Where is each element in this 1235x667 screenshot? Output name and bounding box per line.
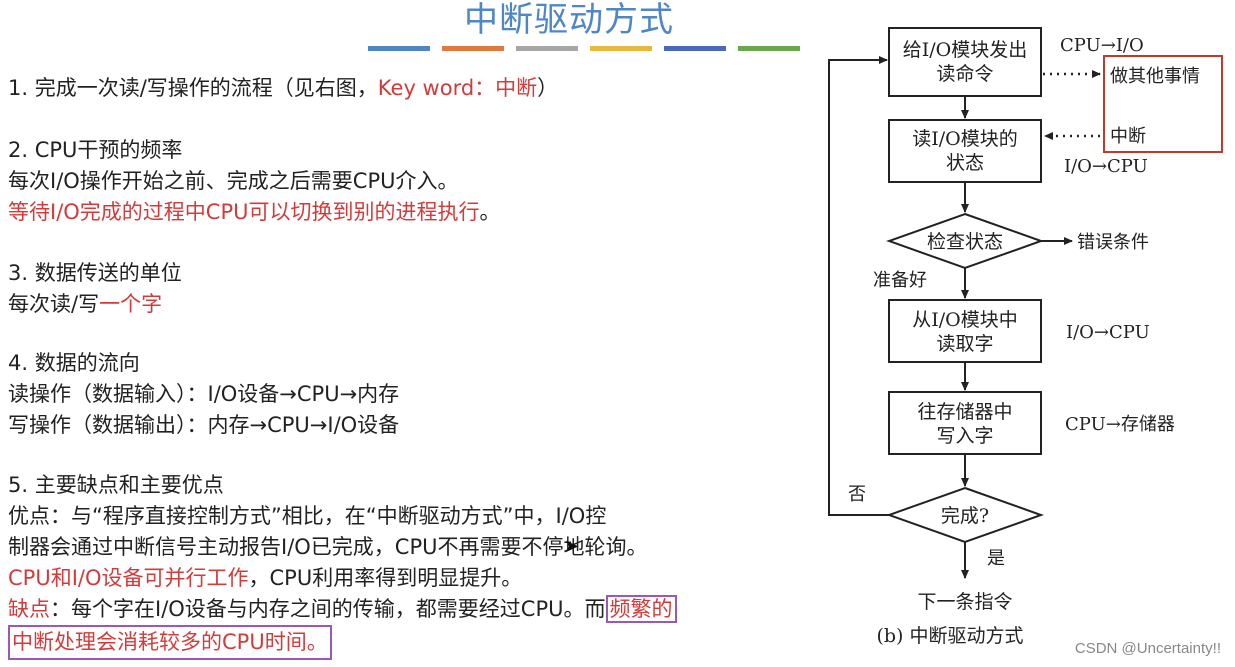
section-4-line2: 写操作（数据输出）：内存→CPU→I/O设备 <box>8 413 400 437</box>
section-3-title: 3. 数据传送的单位 <box>8 261 182 285</box>
title-underline-stripes <box>368 46 800 51</box>
next-instruction-label: 下一条指令 <box>917 591 1012 613</box>
section-2: 2. CPU干预的频率 每次I/O操作开始之前、完成之后需要CPU介入。 等待I… <box>8 135 501 228</box>
label-error-condition: 错误条件 <box>1077 232 1149 253</box>
section-2-line2-red: 等待I/O完成的过程中CPU可以切换到别的进程执行 <box>8 200 480 224</box>
section-4-line1: 读操作（数据输入）：I/O设备→CPU→内存 <box>8 382 400 406</box>
section-4-title: 4. 数据的流向 <box>8 351 140 375</box>
box1-line2: 读命令 <box>936 63 993 85</box>
box4-line2: 写入字 <box>936 425 993 447</box>
section-4: 4. 数据的流向 读操作（数据输入）：I/O设备→CPU→内存 写操作（数据输出… <box>8 348 399 441</box>
label-cpu-to-io: CPU→I/O <box>1060 35 1144 56</box>
section-3-prefix: 每次读/写 <box>8 292 100 316</box>
box1-line1: 给I/O模块发出 <box>903 39 1027 61</box>
section-3: 3. 数据传送的单位 每次读/写一个字 <box>8 258 182 320</box>
stripe-4 <box>590 46 652 51</box>
section-5-adv1: 优点：与“程序直接控制方式”相比，在“中断驱动方式”中，I/O控 <box>8 504 607 528</box>
box3-line1: 从I/O模块中 <box>912 309 1017 331</box>
section-5-dis-line2: 中断处理会消耗较多的CPU时间。 <box>8 625 677 660</box>
section-2-title: 2. CPU干预的频率 <box>8 138 183 162</box>
stripe-3 <box>516 46 578 51</box>
section-5-adv2: 制器会通过中断信号主动报告I/O已完成，CPU不再需要不停地轮询。 <box>8 535 648 559</box>
section-1-suffix: ） <box>537 76 559 100</box>
section-3-line: 每次读/写一个字 <box>8 289 182 320</box>
side-label-interrupt: 中断 <box>1110 126 1146 147</box>
section-5-dis: 缺点：每个字在I/O设备与内存之间的传输，都需要经过CPU。而频繁的 <box>8 594 677 625</box>
box2-line1: 读I/O模块的 <box>912 128 1017 150</box>
section-5-adv3: CPU和I/O设备可并行工作，CPU利用率得到明显提升。 <box>8 563 677 594</box>
watermark: CSDN @Uncertainty!! <box>1074 640 1221 657</box>
section-5: 5. 主要缺点和主要优点 优点：与“程序直接控制方式”相比，在“中断驱动方式”中… <box>8 470 677 660</box>
section-2-line2: 等待I/O完成的过程中CPU可以切换到别的进程执行。 <box>8 197 501 228</box>
box2-line2: 状态 <box>946 152 984 174</box>
label-cpu-to-memory: CPU→存储器 <box>1065 414 1175 435</box>
section-5-title: 5. 主要缺点和主要优点 <box>8 473 224 497</box>
side-annotation-box <box>1103 55 1223 153</box>
section-2-line1: 每次I/O操作开始之前、完成之后需要CPU介入。 <box>8 169 459 193</box>
stripe-6 <box>738 46 800 51</box>
highlight-box-2: 中断处理会消耗较多的CPU时间。 <box>8 625 332 660</box>
section-2-line2-end: 。 <box>479 200 501 224</box>
highlight-box-1: 频繁的 <box>605 595 677 623</box>
diamond1-label: 检查状态 <box>927 231 1003 253</box>
section-5-dis-rest: ：每个字在I/O设备与内存之间的传输，都需要经过CPU。而 <box>50 597 606 621</box>
stripe-2 <box>442 46 504 51</box>
stripe-1 <box>368 46 430 51</box>
mouse-cursor-icon: ➤ <box>564 536 580 557</box>
section-5-adv3-rest: ，CPU利用率得到明显提升。 <box>248 566 523 590</box>
label-yes: 是 <box>987 548 1005 569</box>
figure-caption: (b) 中断驱动方式 <box>876 625 1023 647</box>
section-5-dis-red: 缺点 <box>8 597 50 621</box>
diamond2-label: 完成? <box>941 505 989 527</box>
stripe-5 <box>664 46 726 51</box>
section-1: 1. 完成一次读/写操作的流程（见右图，Key word：中断） <box>8 73 558 104</box>
section-1-prefix: 1. 完成一次读/写操作的流程（见右图， <box>8 76 378 100</box>
box3-line2: 读取字 <box>936 333 993 355</box>
label-io-to-cpu-2: I/O→CPU <box>1066 322 1150 343</box>
section-1-keyword: Key word：中断 <box>377 76 538 100</box>
label-no: 否 <box>848 484 866 505</box>
section-5-adv3-red: CPU和I/O设备可并行工作 <box>8 566 249 590</box>
section-3-red: 一个字 <box>99 292 163 316</box>
box4-line1: 往存储器中 <box>917 401 1012 423</box>
label-io-to-cpu-1: I/O→CPU <box>1064 156 1148 177</box>
slide-title: 中断驱动方式 <box>464 0 674 40</box>
label-ready: 准备好 <box>873 270 927 291</box>
side-label-do-other: 做其他事情 <box>1110 66 1200 87</box>
